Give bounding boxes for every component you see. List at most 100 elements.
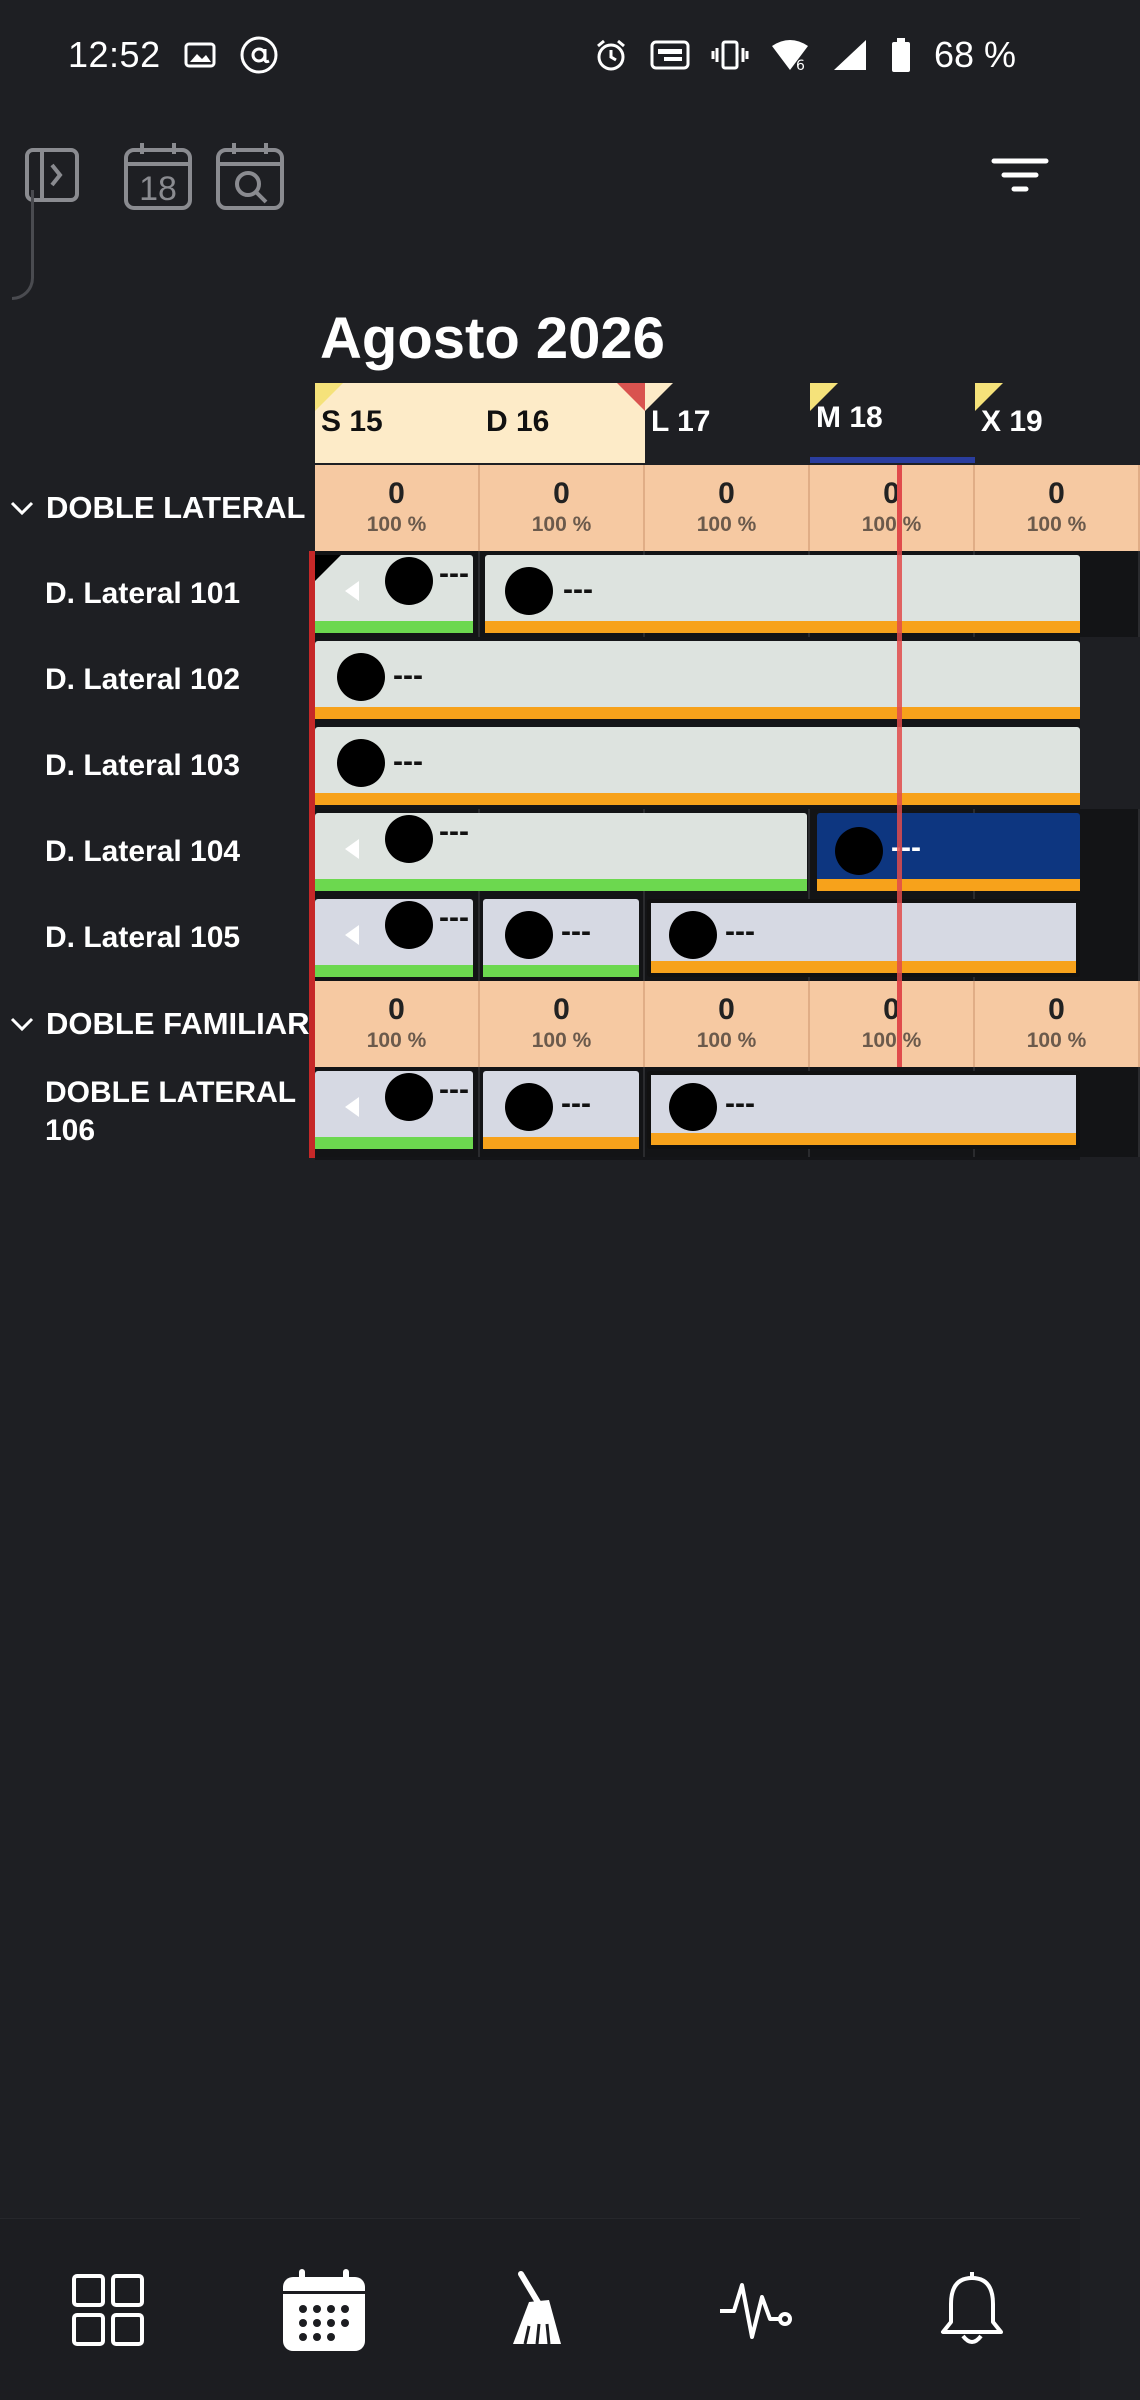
booking-status-bar [485, 621, 1080, 633]
booking-block[interactable]: --- [315, 641, 1080, 719]
booking-block[interactable]: --- [315, 1071, 473, 1149]
nav-dashboard[interactable] [48, 2250, 168, 2370]
arrow-left-icon [345, 1097, 359, 1117]
occupancy-percent: 100 % [366, 513, 427, 536]
occupancy-percent: 100 % [696, 513, 757, 536]
booking-block[interactable]: --- [483, 899, 639, 977]
room-row: --- --- [315, 809, 1140, 895]
room-label[interactable]: D. Lateral 103 [45, 749, 241, 782]
sidebar-toggle-button[interactable] [24, 145, 82, 209]
booking-label: --- [561, 915, 591, 948]
booking-status-bar [315, 965, 473, 977]
day-flag [975, 383, 1003, 411]
nav-calendar[interactable] [264, 2250, 384, 2370]
booking-label: --- [725, 1087, 755, 1120]
auto-hz-icon [650, 40, 690, 70]
day-column-header[interactable]: L 17 [645, 383, 810, 463]
booking-block[interactable]: --- [483, 1071, 639, 1149]
booking-block[interactable]: --- [485, 555, 1080, 633]
calendar-day-number: 18 [139, 170, 177, 208]
at-icon [240, 36, 278, 74]
booking-status-bar [483, 1137, 639, 1149]
occupancy-percent: 100 % [366, 1029, 427, 1052]
booking-block[interactable]: --- [647, 1071, 1080, 1149]
room-label[interactable]: D. Lateral 102 [45, 663, 241, 696]
room-label[interactable]: D. Lateral 104 [45, 835, 241, 868]
nav-notifications[interactable] [912, 2250, 1032, 2370]
svg-text:6: 6 [796, 58, 805, 74]
vibrate-icon [711, 40, 749, 70]
booking-status-bar [315, 621, 473, 633]
room-label[interactable]: D. Lateral 105 [45, 921, 241, 954]
day-flag [810, 383, 838, 411]
booking-status-bar [817, 879, 1080, 891]
calendar-icon [283, 2268, 365, 2351]
booking-label: --- [561, 1087, 591, 1120]
day-flag [645, 383, 673, 411]
day-flag-red [617, 383, 645, 411]
drawer-handle[interactable] [12, 190, 34, 300]
room-label[interactable]: D. Lateral 101 [45, 577, 241, 610]
booking-block[interactable]: --- [315, 727, 1080, 805]
booking-label: --- [439, 815, 469, 848]
nav-activity[interactable] [696, 2250, 816, 2370]
today-line [897, 551, 902, 981]
occupancy-percent: 100 % [696, 1029, 757, 1052]
booking-block-selected[interactable]: --- [817, 813, 1080, 891]
booking-block[interactable]: --- [315, 555, 473, 633]
day-flag [315, 383, 343, 411]
filter-button[interactable] [990, 155, 1050, 199]
nav-housekeeping[interactable] [480, 2250, 600, 2370]
calendar-search-button[interactable] [214, 140, 286, 216]
occupancy-count: 0 [553, 993, 570, 1026]
booking-block[interactable]: --- [315, 813, 807, 891]
today-line [897, 465, 902, 551]
day-column-header-today[interactable]: M 18 [810, 383, 975, 463]
booking-label: --- [393, 745, 423, 778]
day-label: D 16 [486, 405, 550, 438]
occupancy-count: 0 [1048, 477, 1065, 510]
booking-block[interactable]: --- [315, 899, 473, 977]
dashboard-icon [72, 2273, 144, 2346]
day-column-header[interactable]: D 16 [480, 383, 645, 463]
calendar-search-icon [216, 143, 284, 210]
booking-block[interactable]: --- [647, 899, 1080, 977]
day-column-header[interactable]: S 15 [315, 383, 480, 463]
lock-icon [835, 827, 883, 875]
calendar-today-button[interactable]: 18 [122, 140, 194, 216]
group-name: DOBLE LATERAL [46, 490, 306, 525]
image-icon [184, 42, 216, 68]
group-toggle[interactable]: DOBLE FAMILIAR [0, 981, 315, 1067]
group-toggle[interactable]: DOBLE LATERAL [0, 465, 315, 551]
booking-label: --- [891, 831, 921, 864]
occupancy-count: 0 [388, 477, 405, 510]
signal-icon [833, 40, 866, 70]
today-line [897, 981, 902, 1067]
arrow-left-icon [345, 839, 359, 859]
booking-label: --- [725, 915, 755, 948]
calendar-today-icon: 18 [124, 143, 192, 210]
day-column-header[interactable]: X 19 [975, 383, 1140, 463]
occupancy-count: 0 [553, 477, 570, 510]
booking-label: --- [439, 901, 469, 934]
booking-label: --- [439, 557, 469, 590]
room-label[interactable]: DOBLE LATERAL 106 [45, 1076, 296, 1147]
booking-status-bar [483, 965, 639, 977]
room-row: --- --- --- [315, 895, 1140, 981]
room-row: --- --- [315, 551, 1140, 637]
occupancy-cell[interactable]: 0 100 % [315, 465, 480, 551]
lock-icon [669, 911, 717, 959]
notifications-icon [941, 2271, 1003, 2344]
